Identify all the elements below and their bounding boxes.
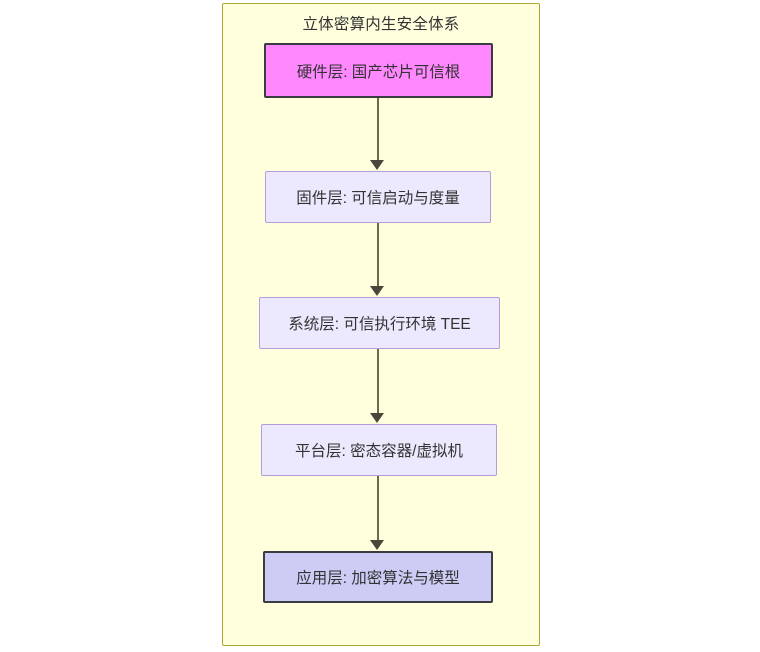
edge-platform-to-application <box>377 476 379 540</box>
node-hardware-label: 硬件层: 国产芯片可信根 <box>296 63 461 81</box>
node-hardware-layer[interactable]: 硬件层: 国产芯片可信根 <box>264 43 493 98</box>
edge-firmware-to-system <box>377 223 379 286</box>
node-platform-layer[interactable]: 平台层: 密态容器/虚拟机 <box>261 424 497 476</box>
arrowhead-firmware-to-system <box>370 286 384 296</box>
subgraph-title: 立体密算内生安全体系 <box>302 16 460 33</box>
arrowhead-platform-to-application <box>370 540 384 550</box>
node-system-layer[interactable]: 系统层: 可信执行环境 TEE <box>259 297 500 349</box>
node-application-layer[interactable]: 应用层: 加密算法与模型 <box>263 551 493 603</box>
edge-system-to-platform <box>377 349 379 413</box>
node-system-label: 系统层: 可信执行环境 TEE <box>288 316 471 333</box>
node-firmware-layer[interactable]: 固件层: 可信启动与度量 <box>265 171 491 223</box>
node-application-label: 应用层: 加密算法与模型 <box>296 570 460 587</box>
edge-hardware-to-firmware <box>377 98 379 160</box>
node-platform-label: 平台层: 密态容器/虚拟机 <box>295 443 463 460</box>
arrowhead-hardware-to-firmware <box>370 160 384 170</box>
arrowhead-system-to-platform <box>370 413 384 423</box>
node-firmware-label: 固件层: 可信启动与度量 <box>296 190 460 207</box>
